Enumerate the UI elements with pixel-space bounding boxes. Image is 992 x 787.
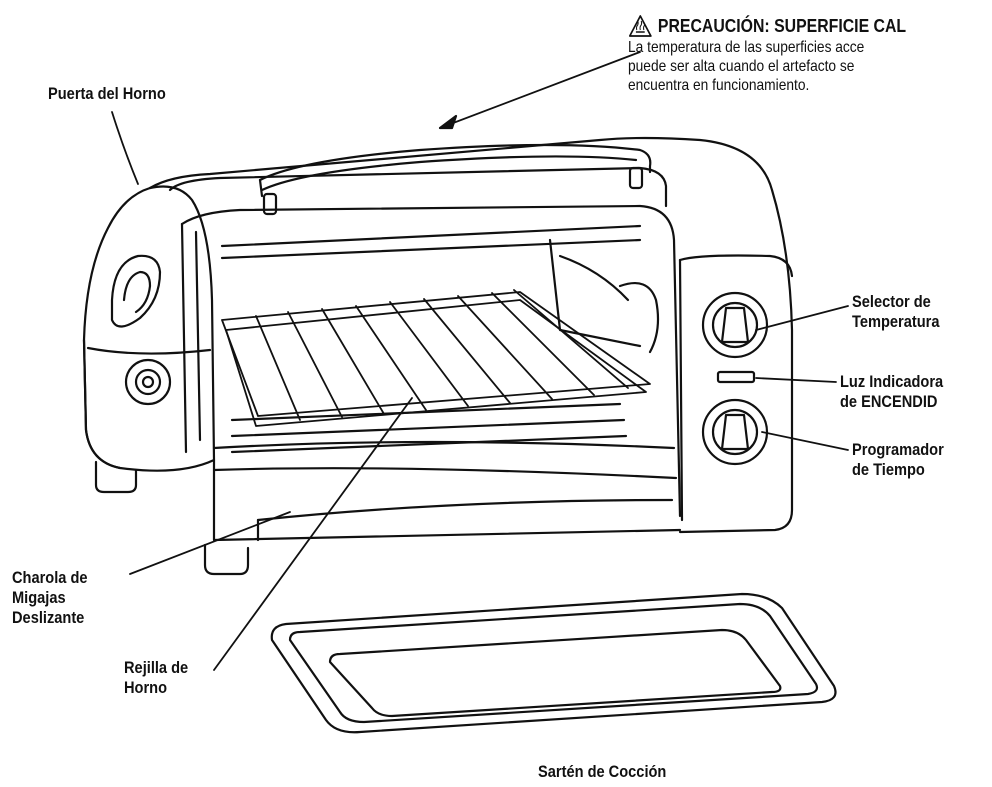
baking-pan <box>270 592 837 734</box>
oven-rack <box>221 289 651 427</box>
label-oven-rack: Rejilla de Horno <box>124 658 188 698</box>
label-line: Sartén de Cocción <box>538 762 667 781</box>
oven-feet <box>94 460 250 576</box>
control-panel <box>678 254 794 522</box>
warning-line: puede ser alta cuando el artefacto se <box>628 58 855 75</box>
label-line: Luz Indicadora <box>840 372 944 391</box>
arrow-head <box>438 114 458 130</box>
label-crumb-tray: Charola de Migajas Deslizante <box>12 568 88 628</box>
hot-surface-warning-icon <box>628 14 653 38</box>
warning-title: PRECAUCIÓN: SUPERFICIE CAL <box>657 16 907 36</box>
label-line: de Tiempo <box>852 460 925 479</box>
label-timer: Programador de Tiempo <box>852 440 944 480</box>
oven-top-handle <box>168 143 668 216</box>
label-line: Deslizante <box>12 608 85 627</box>
label-line: Migajas <box>12 588 66 607</box>
label-line: de ENCENDID <box>840 392 938 411</box>
label-oven-door: Puerta del Horno <box>48 84 166 104</box>
warning-text: La temperatura de las superficies acce p… <box>628 38 955 95</box>
label-line: Programador <box>852 440 944 459</box>
label-temperature-selector: Selector de Temperatura <box>852 292 939 332</box>
label-line: Temperatura <box>852 312 940 331</box>
label-baking-pan: Sartén de Cocción <box>538 762 666 782</box>
warning-block: PRECAUCIÓN: SUPERFICIE CAL La temperatur… <box>628 14 992 95</box>
leader-lines <box>111 51 849 671</box>
label-line: Puerta del Horno <box>48 84 166 103</box>
warning-title-row: PRECAUCIÓN: SUPERFICIE CAL <box>628 14 962 38</box>
label-line: Charola de <box>12 568 88 587</box>
label-line: Horno <box>124 678 168 697</box>
label-power-indicator: Luz Indicadora de ENCENDID <box>840 372 943 412</box>
oven-body <box>82 136 794 542</box>
warning-line: encuentra en funcionamiento. <box>628 77 810 94</box>
oven-cavity <box>180 204 682 518</box>
label-line: Rejilla de <box>124 658 189 677</box>
label-line: Selector de <box>852 292 931 311</box>
warning-line: La temperatura de las superficies acce <box>628 39 865 56</box>
